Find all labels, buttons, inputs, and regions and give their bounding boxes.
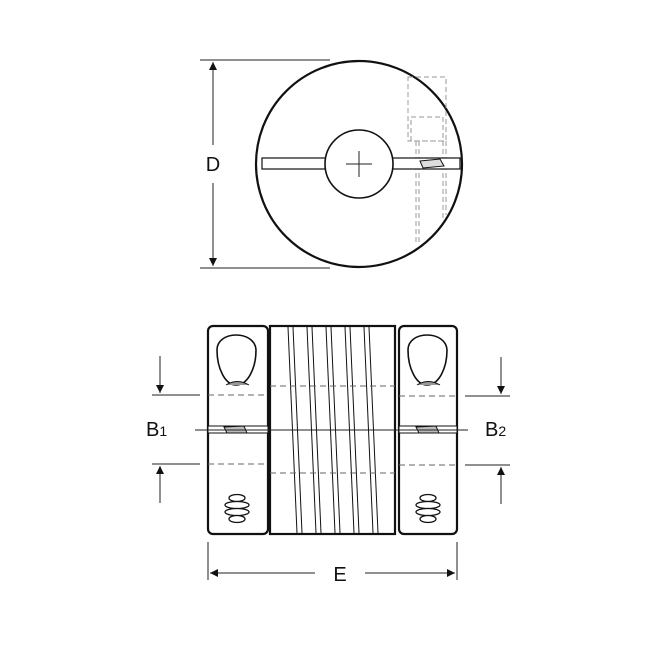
left-thread-icon <box>224 493 250 524</box>
left-screw-socket <box>225 381 250 386</box>
label-e: E <box>333 564 346 586</box>
end-view: D <box>200 59 464 269</box>
label-d: D <box>206 154 220 176</box>
right-thread-icon <box>415 493 441 524</box>
left-screw-head <box>216 334 257 386</box>
side-view: B1 B2 E <box>146 324 510 586</box>
label-b2: B2 <box>485 419 506 441</box>
label-b1: B1 <box>146 419 167 441</box>
hidden-screw-socket <box>410 116 444 142</box>
right-screw-socket <box>416 381 441 386</box>
screw-thread-in-slot <box>419 158 445 169</box>
outer-circle <box>254 59 464 269</box>
right-screw-head <box>407 334 448 386</box>
